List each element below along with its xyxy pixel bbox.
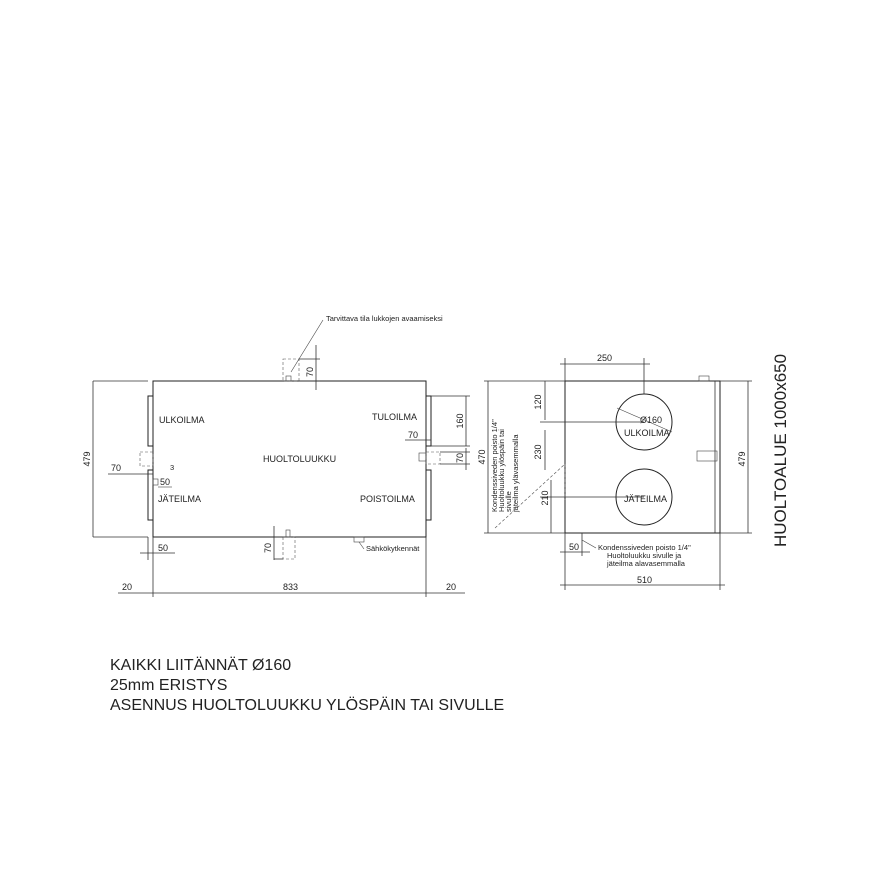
dim-side-bottom-50: 50 [569,542,579,552]
installation-notes: KAIKKI LIITÄNNÄT Ø160 25mm ERISTYS ASENN… [110,656,504,716]
svg-text:Huoltoluukku sivulle ja: Huoltoluukku sivulle ja [607,551,682,560]
label-ulkoilma: ULKOILMA [159,415,205,425]
bottom-lock-clearance [282,536,296,560]
left-duct-lower [147,469,154,521]
dim-right-160: 160 [455,413,465,428]
dim-side-479: 479 [737,451,747,466]
side-view: ULKOILMA JÄTEILMA Ø160 250 120 230 210 4… [477,353,790,590]
label-poistoilma: POISTOILMA [360,494,415,504]
right-duct-upper [425,395,432,447]
label-sahkokytkennat: Sähkökytkennät [366,544,420,553]
label-huoltoluukku: HUOLTOLUUKKU [263,454,336,464]
dim-side-250: 250 [597,353,612,363]
side-label-jateilma: JÄTEILMA [624,494,667,504]
dim-front-height: 479 [82,451,92,466]
note-left-leader [494,463,566,529]
label-tuloilma: TULOILMA [372,412,417,422]
electrical-box [353,536,365,543]
front-body [152,380,427,538]
dim-bottom-20-right: 20 [446,582,456,592]
top-handle [698,375,710,382]
svg-text:Kondenssiveden poisto 1/4": Kondenssiveden poisto 1/4" [490,419,499,512]
label-service-area: HUOLTOALUE 1000x650 [771,354,790,547]
dim-left-3: 3 [170,463,174,472]
note-insulation: 25mm ERISTYS [110,677,228,694]
left-duct-upper [147,395,154,447]
dim-bottom-70: 70 [263,543,273,553]
right-duct-lower [425,469,432,521]
dim-right-70b: 70 [455,453,465,463]
dim-right-70a: 70 [408,430,418,440]
dim-side-230: 230 [533,444,543,459]
label-diameter: Ø160 [640,415,662,425]
svg-text:jäteilma ylävasemmalla: jäteilma ylävasemmalla [511,434,520,513]
svg-text:sivulle: sivulle [504,491,513,512]
left-drain [152,478,159,486]
callout-lock-space: Tarvittava tila lukkojen avaamiseksi [326,314,443,323]
dim-top-70: 70 [305,367,315,377]
note-installation: ASENNUS HUOLTOLUUKKU YLÖSPÄIN TAI SIVULL… [110,697,505,714]
dim-bottom-833: 833 [283,582,298,592]
right-fitting-clearance [425,451,441,465]
bottom-lock [285,529,291,538]
callout-leader [290,319,324,373]
svg-text:Kondenssiveden poisto 1/4": Kondenssiveden poisto 1/4" [598,543,691,552]
side-label-ulkoilma: ULKOILMA [624,428,670,438]
note-bottom: Kondenssiveden poisto 1/4" Huoltoluukku … [598,543,691,568]
note-connections: KAIKKI LIITÄNNÄT Ø160 [110,657,292,674]
dim-side-120: 120 [533,394,543,409]
dim-bottom-20-left: 20 [122,582,132,592]
svg-text:jäteilma alavasemmalla: jäteilma alavasemmalla [606,559,686,568]
label-jateilma: JÄTEILMA [158,494,201,504]
top-lock [285,375,292,382]
left-fitting-clearance [139,451,154,467]
dim-left-70: 70 [111,463,121,473]
front-view: 70 Tarvittava tila lukkojen avaamiseksi … [82,314,470,597]
svg-text:Huoltoluukku ylöspäin tai: Huoltoluukku ylöspäin tai [497,429,506,512]
side-fitting [696,450,718,462]
note-left: Kondenssiveden poisto 1/4" Huoltoluukku … [490,419,520,513]
dim-side-210: 210 [540,490,550,505]
dim-side-510: 510 [637,575,652,585]
dim-side-470: 470 [477,449,487,464]
right-fitting [418,452,427,462]
dim-left-50: 50 [160,477,170,487]
dim-bottom-50: 50 [158,543,168,553]
